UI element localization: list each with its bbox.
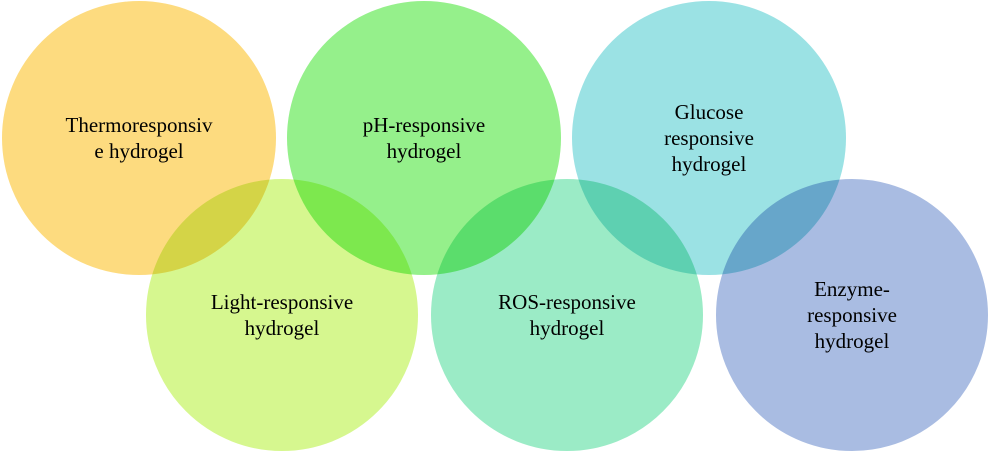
- label-line: hydrogel: [672, 152, 747, 176]
- circle-ros: [429, 177, 705, 453]
- label-line: Glucose: [675, 100, 744, 124]
- label-line: ROS-responsive: [498, 290, 636, 314]
- label-line: hydrogel: [815, 329, 890, 353]
- circle-light: [144, 177, 420, 453]
- label-line: hydrogel: [530, 316, 605, 340]
- label-line: Light-responsive: [211, 290, 353, 314]
- label-line: hydrogel: [387, 139, 462, 163]
- label-line: hydrogel: [245, 316, 320, 340]
- label-line: Enzyme-: [814, 277, 890, 301]
- label-line: responsive: [807, 303, 897, 327]
- label-line: e hydrogel: [94, 139, 183, 163]
- circle-enzyme: [714, 177, 990, 453]
- label-line: pH-responsive: [363, 113, 485, 137]
- label-line: Thermoresponsiv: [66, 113, 213, 137]
- label-line: responsive: [664, 126, 754, 150]
